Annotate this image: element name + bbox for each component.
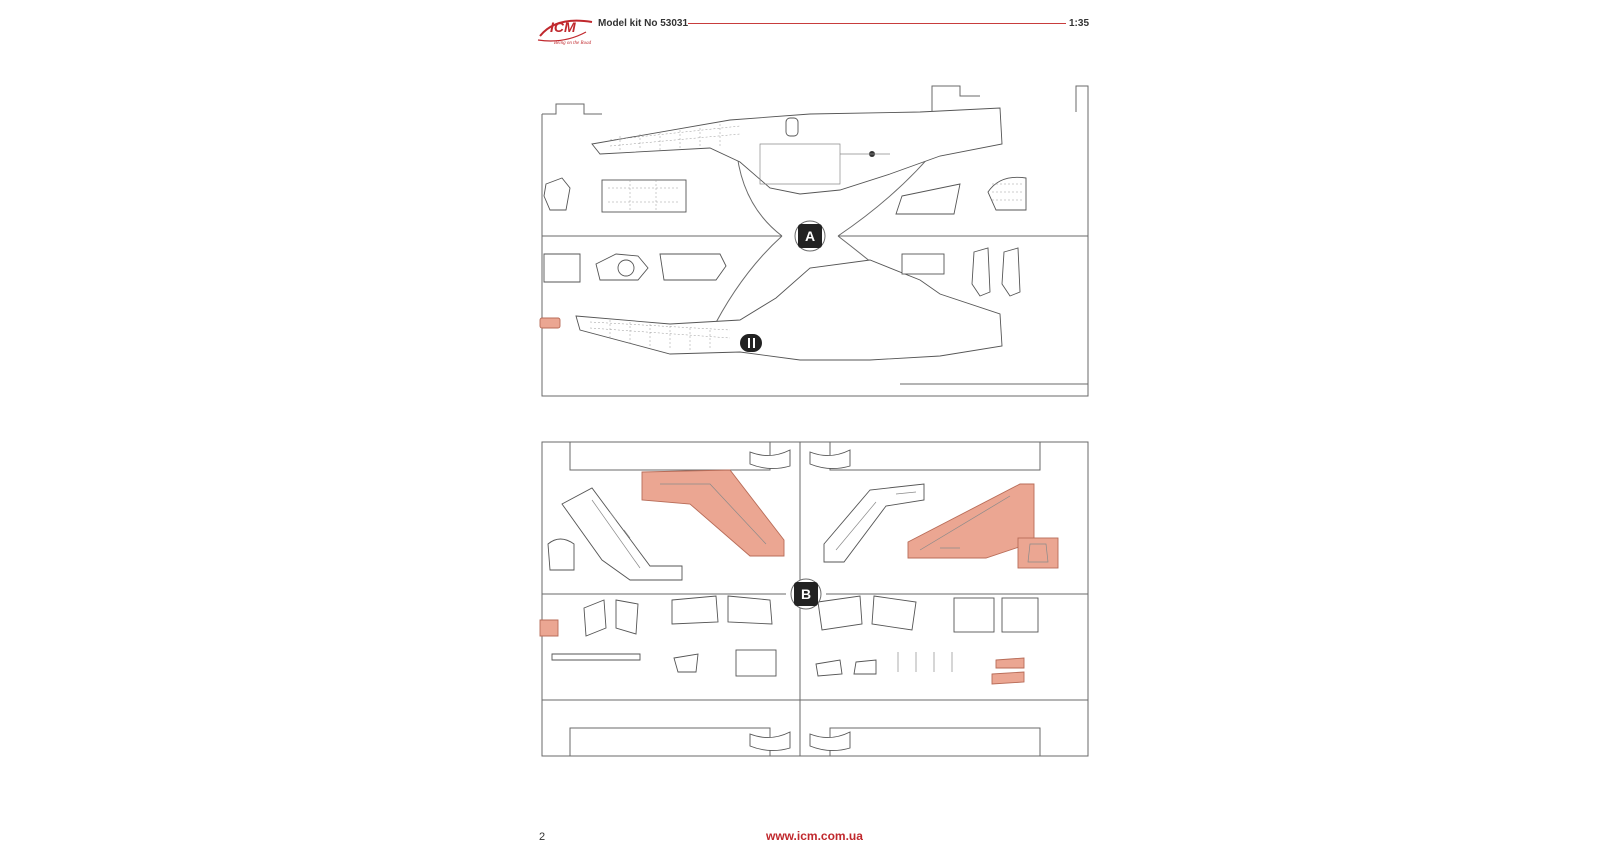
part-bulkhead [543,253,581,283]
sprue-b-drawing: B [539,441,1089,757]
fuselage-half-upper [591,107,1003,195]
part-strut-left [971,247,991,297]
icm-logo: ICM Being on the Road [536,14,596,48]
icm-logo-graphic: ICM Being on the Road [537,19,593,46]
part-door-left [671,595,719,625]
part-hatch-left [953,597,995,633]
part-rod [551,653,641,661]
part-highlight-bracket-2 [991,671,1025,685]
sprue-b: B [539,440,1100,760]
part-highlight-small [539,317,561,329]
scale-label: 1:35 [1069,18,1090,29]
page-number: 2 [539,831,546,843]
sprue-a: A [539,84,1100,400]
sprue-a-frame [541,85,1089,397]
brand-tagline: Being on the Road [554,41,592,46]
brand-text: ICM [550,19,576,35]
part-highlight-bracket-1 [995,657,1025,669]
part-grille [987,176,1027,211]
kit-title: Model kit No 53031 [598,18,689,29]
sprue-b-badge [794,582,818,606]
sprue-a-label: A [805,228,815,244]
part-fender-right-highlight [907,483,1035,559]
part-strut-right [1001,247,1021,297]
part-floor-panel [601,179,687,213]
part-fender-left-highlight [641,469,785,557]
website-link[interactable]: www.icm.com.ua [766,829,863,843]
header-divider [688,23,1066,24]
part-highlight-knob [539,619,559,637]
part-fender-left [561,487,683,581]
part-highlight-seat [1017,537,1059,569]
part-panel-rect [901,253,945,275]
part-fender-right [823,483,925,563]
fuselage-half-lower [575,259,1003,361]
part-door-right [727,595,773,625]
part-seat-left [547,538,575,571]
sprue-a-badge [798,224,822,248]
sprue-b-label: B [801,586,811,602]
part-armor-plate [895,183,961,215]
sprue-b-frame [541,441,1089,757]
sprue-a-part-mark [740,334,762,352]
part-instrument-panel [659,253,727,281]
sprue-a-drawing: A [539,85,1089,397]
part-canopy-frame [543,177,571,211]
part-hatch-right [1001,597,1039,633]
